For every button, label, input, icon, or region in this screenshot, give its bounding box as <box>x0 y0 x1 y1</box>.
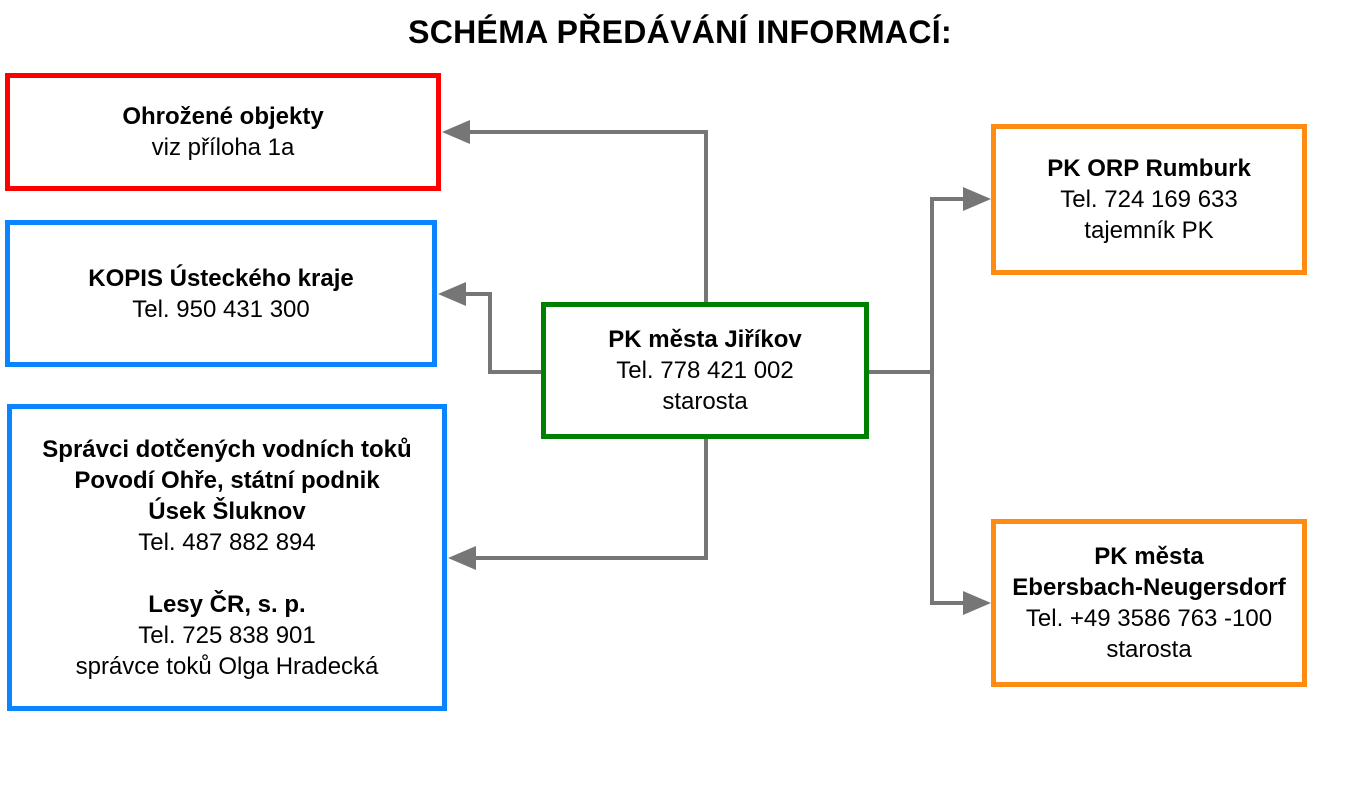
connector-to-ebers <box>930 372 966 605</box>
node-ohrozene-objekty: Ohrožené objekty viz příloha 1a <box>5 73 441 191</box>
node-phone: Tel. 778 421 002 <box>616 357 794 384</box>
node-phone: Tel. +49 3586 763 -100 <box>1025 605 1273 632</box>
node-pk-jirikov: PK města Jiříkov Tel. 778 421 002 staros… <box>541 302 869 439</box>
node-kopis: KOPIS Ústeckého kraje Tel. 950 431 300 <box>5 220 437 367</box>
node-title: PK ORP Rumburk <box>1047 155 1251 182</box>
node-phone: Tel. 724 169 633 <box>1060 186 1238 213</box>
node-title: Ohrožené objekty <box>122 103 324 130</box>
diagram-title: SCHÉMA PŘEDÁVÁNÍ INFORMACÍ: <box>408 14 952 50</box>
node-organization: Povodí Ohře, státní podnik <box>74 466 380 494</box>
node-phone-lesy: Tel. 725 838 901 <box>138 621 316 649</box>
node-phone: Tel. 487 882 894 <box>138 528 316 556</box>
node-title-city: Ebersbach-Neugersdorf <box>1012 574 1286 601</box>
connector-to-ohrozene <box>466 130 708 302</box>
node-pk-orp-rumburk: PK ORP Rumburk Tel. 724 169 633 tajemník… <box>991 124 1307 275</box>
arrowhead-kopis <box>438 282 466 306</box>
node-role: tajemník PK <box>1084 217 1214 244</box>
arrowhead-orp <box>963 187 991 211</box>
node-role: starosta <box>662 388 748 415</box>
node-title: KOPIS Ústeckého kraje <box>88 264 354 292</box>
node-title: PK města <box>1094 543 1204 570</box>
node-pk-ebersbach: PK města Ebersbach-Neugersdorf Tel. +49 … <box>991 519 1307 687</box>
arrowhead-ebers <box>963 591 991 615</box>
node-title: PK města Jiříkov <box>608 326 802 353</box>
node-spravci-toku: Správci dotčených vodních toků Povodí Oh… <box>7 404 447 711</box>
connector-to-kopis <box>462 292 541 374</box>
arrowhead-spravci <box>448 546 476 570</box>
node-phone: Tel. 950 431 300 <box>132 295 310 323</box>
node-organization-lesy: Lesy ČR, s. p. <box>148 590 306 618</box>
node-contact-person: správce toků Olga Hradecká <box>75 652 379 680</box>
node-role: starosta <box>1106 636 1192 663</box>
connector-to-orp <box>930 197 966 372</box>
node-section: Úsek Šluknov <box>148 497 306 525</box>
connector-to-spravci <box>472 439 708 560</box>
node-title: Správci dotčených vodních toků <box>42 435 412 463</box>
arrowhead-ohrozene <box>442 120 470 144</box>
node-subtitle: viz příloha 1a <box>151 134 295 161</box>
